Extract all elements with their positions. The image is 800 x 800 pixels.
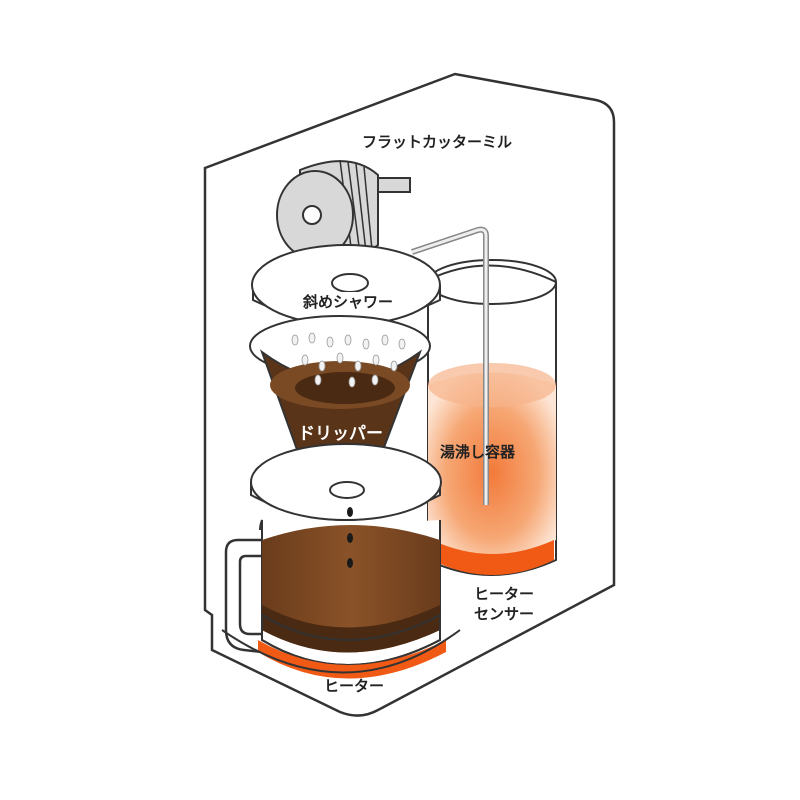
label-shower: 斜めシャワー	[303, 292, 394, 312]
label-heater-sensor: ヒーター センサー	[474, 584, 534, 624]
label-dripper: ドリッパー	[298, 424, 383, 444]
label-heater-sensor-line2: センサー	[474, 605, 535, 623]
hot-water	[428, 372, 556, 555]
heater-sensor-plate	[432, 540, 554, 575]
label-flat-cutter-mill: フラットカッターミル	[362, 133, 513, 151]
carafe	[224, 519, 441, 666]
coffee-drops	[347, 507, 353, 568]
carafe-lid	[250, 443, 442, 521]
label-heater: ヒーター	[324, 677, 385, 695]
shower-drops	[291, 332, 406, 388]
label-heater-sensor-line1: ヒーター	[474, 585, 535, 603]
shower-disc	[251, 244, 441, 326]
dripper-cone	[249, 315, 431, 471]
label-boiler: 湯沸し容器	[440, 443, 516, 461]
